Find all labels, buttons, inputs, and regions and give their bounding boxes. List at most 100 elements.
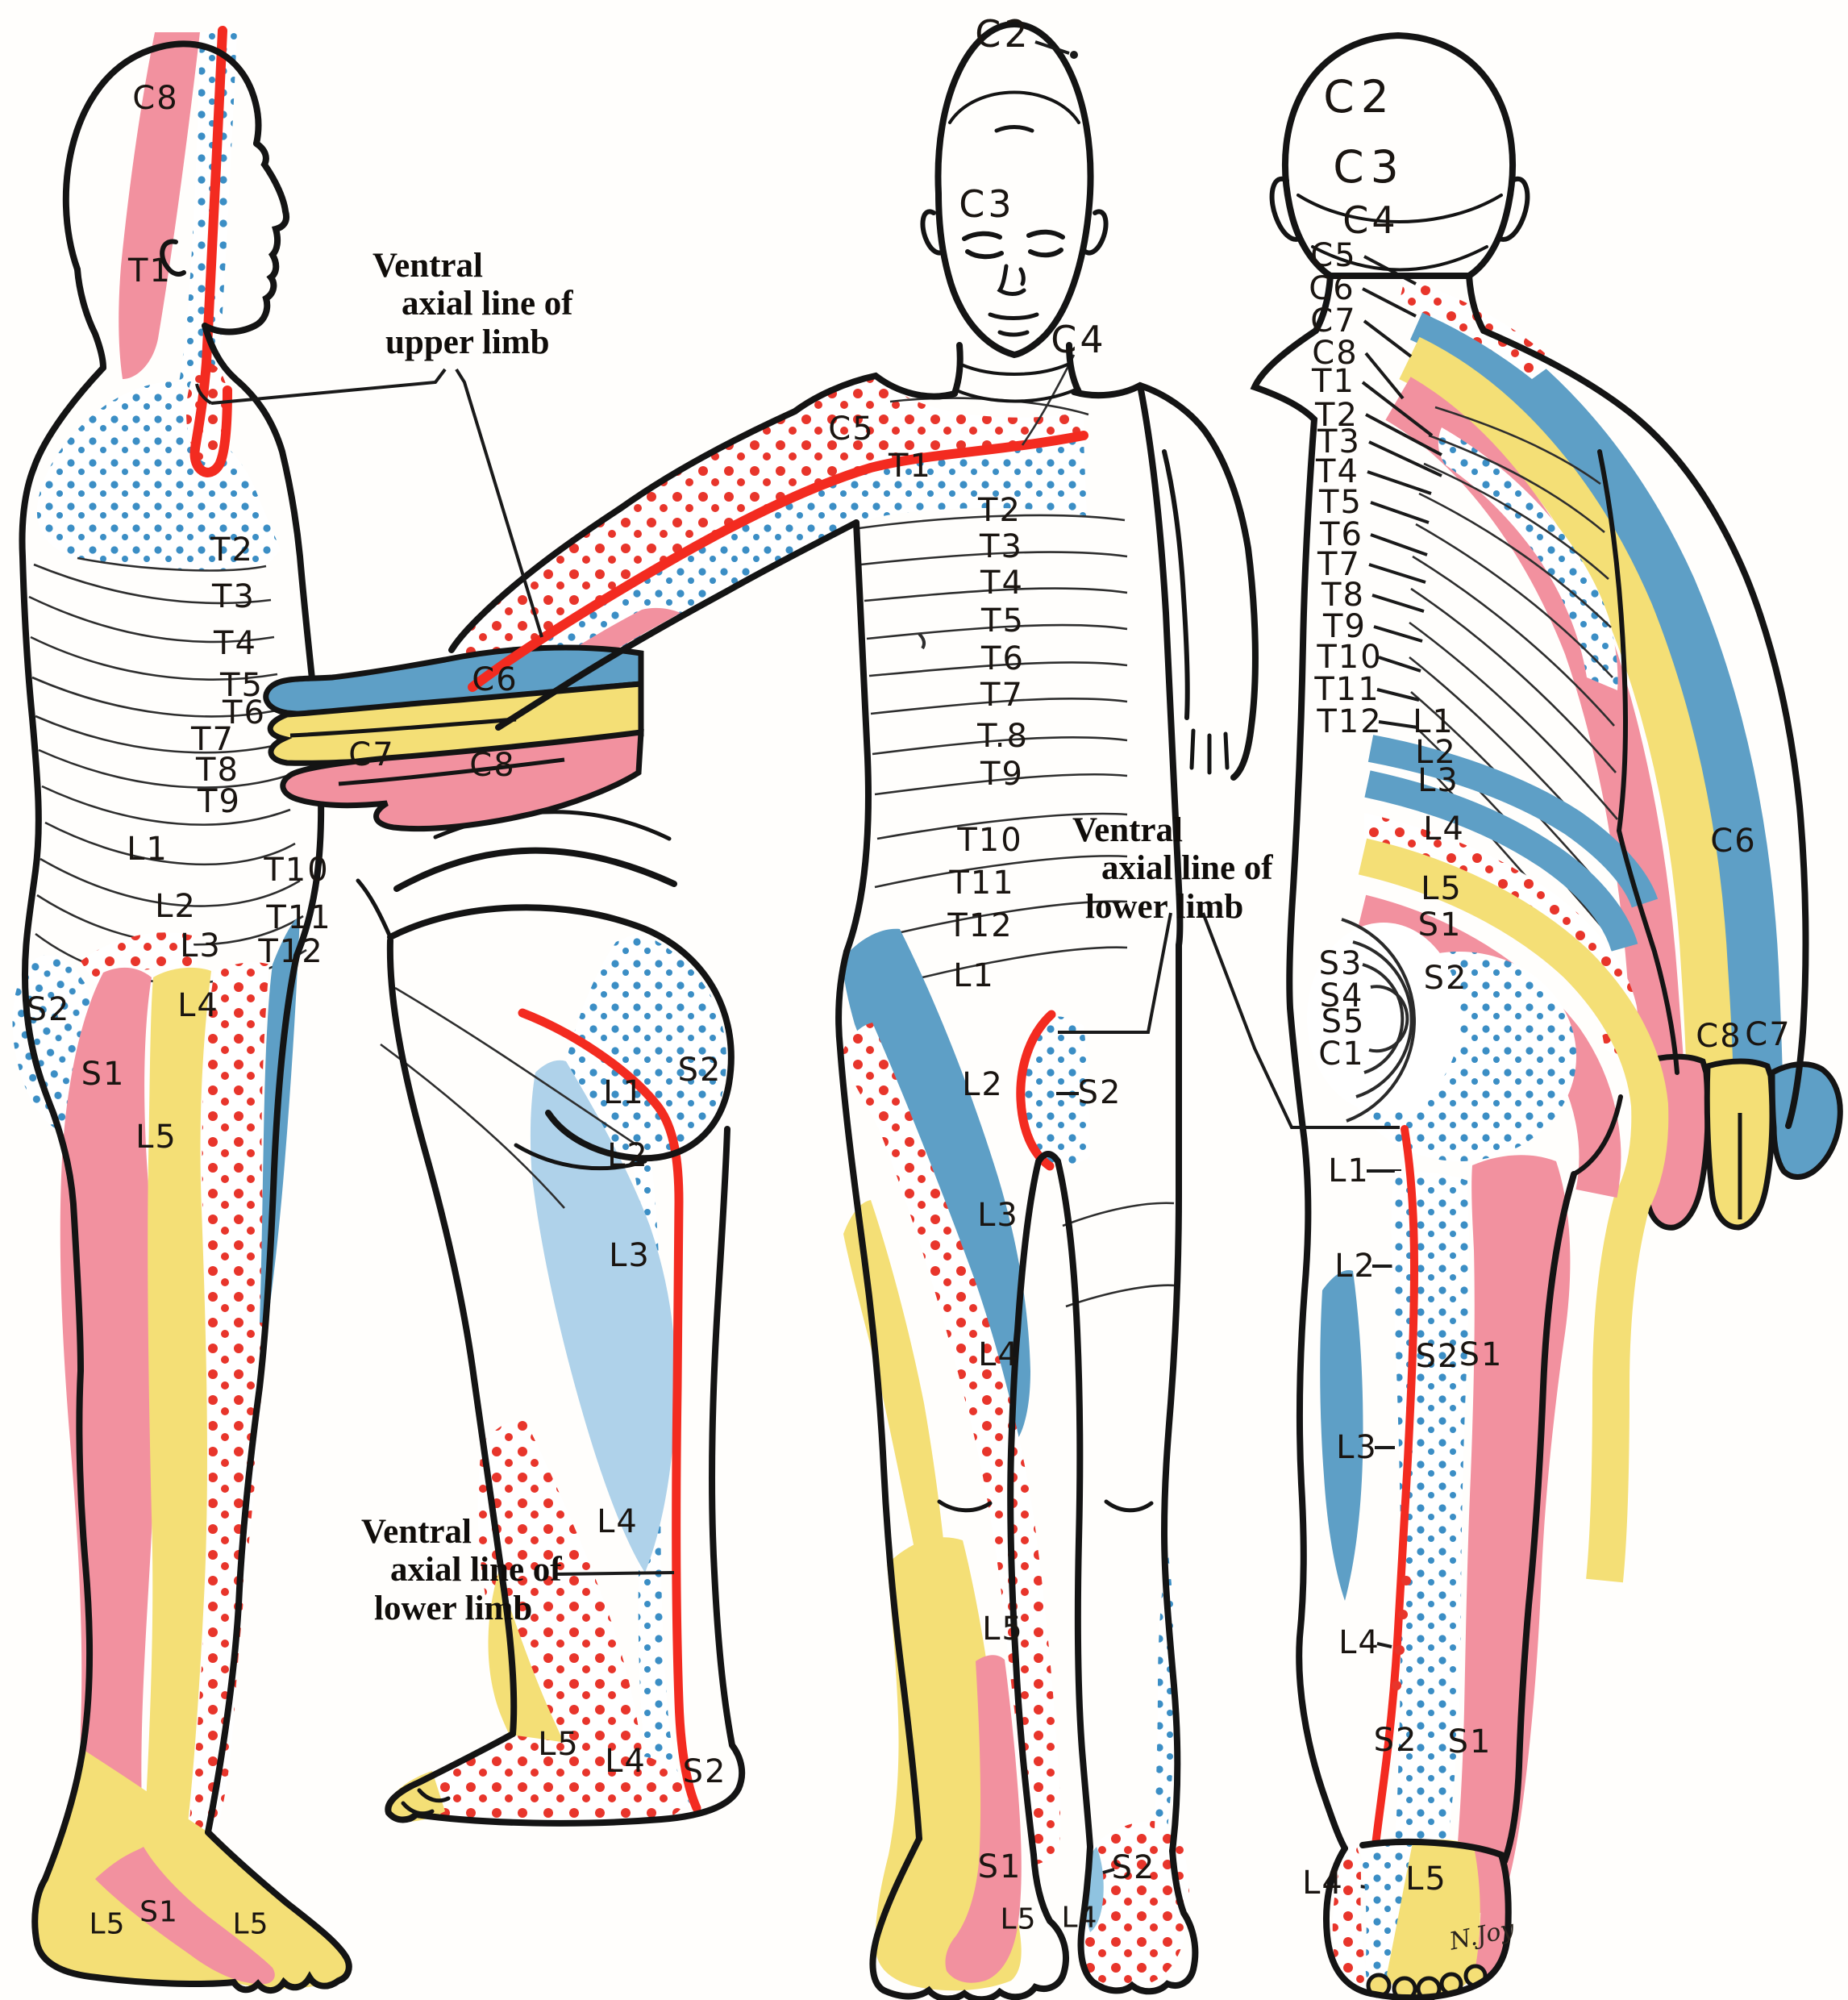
- annotation-line: Ventral: [361, 1513, 472, 1551]
- front-hand-finger-line2: [338, 757, 565, 786]
- dermatome-label-front_view-C2: C2: [975, 12, 1031, 56]
- back-s1-thigh: [1451, 1155, 1571, 1913]
- dermatome-label-back_view-S1: S1: [1447, 1723, 1492, 1760]
- dermatome-label-back_view-T9: T9: [1323, 608, 1367, 645]
- dermatome-label-side_view-L1: L1: [127, 831, 169, 868]
- dermatome-label-front_view-T12: T12: [947, 907, 1013, 944]
- back-sacral-white: [1307, 923, 1460, 1113]
- dermatome-label-back_view-L4: L4: [1338, 1624, 1380, 1661]
- back-c5-dots: [1400, 279, 1555, 379]
- dermatome-label-side_view-L5: L5: [89, 1907, 126, 1941]
- dermatome-label-back_view-S2: S2: [1415, 1338, 1460, 1375]
- dermatome-label-back_view-S3: S3: [1318, 945, 1363, 982]
- front-s1-stripe: [945, 1655, 1022, 1983]
- dermatome-label-back_view-C2: C2: [1323, 71, 1396, 123]
- dermatome-label-back_view-S4: S4: [1319, 977, 1364, 1015]
- front-s2-red-hook: [1016, 1010, 1056, 1171]
- dermatome-label-back_view-S5: S5: [1321, 1003, 1366, 1040]
- dermatome-label-side_view-T5: T5: [220, 667, 264, 704]
- dermatome-label-side_view-S1: S1: [139, 1895, 178, 1929]
- side-outline: [19, 40, 352, 1994]
- back-heel-l4-dots: [1332, 1845, 1371, 1994]
- annotation-line: upper limb: [385, 323, 550, 361]
- dermatome-label-front_view-C6: C6: [472, 661, 518, 698]
- dermatome-label-side_view-T10: T10: [264, 852, 330, 889]
- dermatome-label-back_view-L4: L4: [1302, 1865, 1344, 1902]
- front-s2-groin-dots: [1022, 1016, 1090, 1165]
- leg2-toe-yellow: [385, 1771, 445, 1822]
- dermatome-label-back_view-S1: S1: [1417, 906, 1463, 944]
- dermatome-label-front_view-T7: T7: [980, 677, 1024, 714]
- annotation-line: axial line of: [1101, 849, 1273, 888]
- dermatome-label-side_view-C8: C8: [132, 80, 179, 117]
- dermatome-label-back_view-L5: L5: [1405, 1860, 1447, 1898]
- back-hand-c6-thumb: [1769, 1061, 1843, 1180]
- dermatome-label-back_view-L5: L5: [1421, 870, 1463, 907]
- dermatome-label-back_view-T12: T12: [1317, 703, 1383, 740]
- dermatome-label-side_view-L2: L2: [155, 888, 197, 925]
- dermatome-label-front_view-S2: S2: [1077, 1074, 1122, 1111]
- dermatome-label-leg_side_view-L4: L4: [597, 1503, 639, 1540]
- dermatome-label-leg_side_view-L5: L5: [538, 1726, 580, 1763]
- back-c7-band: [1399, 336, 1734, 1142]
- dermatome-label-back_view-C1: C1: [1318, 1035, 1365, 1073]
- dermatome-label-back_view-L1: L1: [1413, 703, 1455, 740]
- front-t1-dots: [498, 439, 1087, 726]
- front-c8-arm-band: [498, 607, 681, 727]
- dermatome-label-back_view-T10: T10: [1317, 639, 1383, 676]
- dermatome-label-front_view-T10: T10: [957, 822, 1023, 859]
- dermatome-label-back_view-T11: T11: [1314, 671, 1380, 708]
- dermatome-label-back_view-C7: C7: [1745, 1016, 1792, 1053]
- dermatome-label-side_view-L5: L5: [135, 1119, 177, 1156]
- dermatome-label-front_view-L1: L1: [953, 957, 995, 994]
- dermatome-label-back_view-T7: T7: [1317, 546, 1361, 583]
- dermatome-label-front_view-L2: L2: [962, 1066, 1004, 1103]
- dermatome-label-front_view-T4: T4: [980, 565, 1024, 602]
- front-l4-band: [840, 1023, 1060, 1865]
- dermatome-label-back_view-L2: L2: [1334, 1248, 1376, 1285]
- back-outline: [1250, 31, 1809, 2000]
- back-view-figure: [1250, 31, 1843, 2000]
- dermatome-label-front_view-T5: T5: [981, 602, 1025, 640]
- dermatome-label-front_view-L4: L4: [978, 1336, 1020, 1373]
- dermatome-label-side_view-T3: T3: [212, 578, 256, 615]
- dermatome-label-back_view-T3: T3: [1317, 423, 1361, 460]
- dermatome-label-side_view-T11: T11: [266, 899, 332, 936]
- annotation-line: lower limb: [374, 1589, 533, 1627]
- dermatome-label-front_view-L5: L5: [1000, 1902, 1037, 1936]
- dermatome-label-back_view-C7: C7: [1310, 302, 1357, 340]
- dermatome-label-leg_side_view-S2: S2: [677, 1052, 722, 1089]
- back-toes: [1366, 1964, 1488, 2000]
- dermatome-label-front_view-L5: L5: [982, 1610, 1024, 1648]
- annotation-line: lower limb: [1085, 887, 1244, 926]
- dermatome-label-front_view-T6: T6: [981, 640, 1025, 677]
- dermatome-label-front_view-T1: T1: [889, 448, 932, 485]
- leg2-s2-dots: [553, 932, 726, 1813]
- back-heel-l5-yellow: [1387, 1839, 1480, 1998]
- dermatome-label-back_view-L3: L3: [1417, 762, 1459, 799]
- dermatome-label-back_view-C6: C6: [1309, 270, 1355, 307]
- back-heel-s1-pink: [1471, 1848, 1509, 1989]
- back-l3-band: [1364, 770, 1638, 952]
- dermatome-label-front_view-T2: T2: [978, 492, 1022, 529]
- back-l4-dots-band: [1364, 813, 1638, 1066]
- dermatome-label-back_view-C5: C5: [1310, 237, 1357, 274]
- side-l4-band: [189, 962, 269, 1832]
- dermatome-label-leg_side_view-L3: L3: [609, 1237, 651, 1274]
- dermatome-label-back_view-S2: S2: [1373, 1722, 1418, 1759]
- dermatome-label-front_view-C4: C4: [1051, 318, 1107, 361]
- side-axial-line: [189, 26, 232, 477]
- back-fan-lines: [1409, 406, 1618, 973]
- dermatome-label-back_view-C8: C8: [1312, 335, 1359, 372]
- dermatome-label-back_view-C3: C3: [1333, 141, 1405, 193]
- front-upper-axial-line: [468, 431, 1088, 692]
- dermatome-label-leg_side_view-S2: S2: [682, 1753, 727, 1790]
- dermatome-label-back_view-L3: L3: [1336, 1429, 1378, 1466]
- dermatome-label-back_view-S2: S2: [1423, 960, 1468, 997]
- dermatome-label-front_view-C3: C3: [959, 182, 1015, 226]
